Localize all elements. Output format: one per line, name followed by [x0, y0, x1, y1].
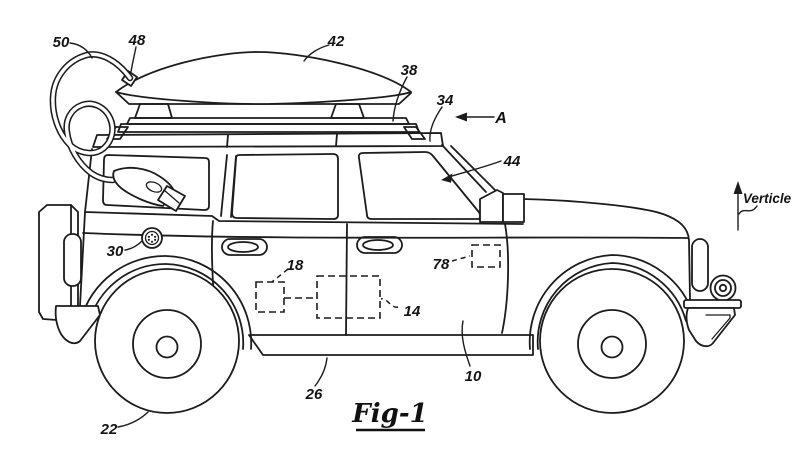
front-wheel-arch [528, 254, 695, 350]
ev-plug-nozzle-line [163, 189, 180, 204]
label-34-roof: 34 [437, 92, 454, 109]
roof-band-tick-1 [226, 134, 229, 148]
vertical-label-leader [738, 205, 758, 215]
label-48-cable-connector: 48 [128, 32, 146, 49]
quarter-window [102, 154, 210, 211]
leader-lines [69, 42, 758, 428]
rear-door-window [231, 153, 339, 220]
arrow-44-shaft [451, 160, 502, 177]
leader-42 [303, 44, 330, 62]
front-hub [600, 335, 624, 359]
ev-plug-opening [145, 181, 163, 193]
rocker-panel [248, 334, 534, 356]
leader-10 [461, 320, 471, 367]
reference-labels: 50 48 42 38 34 A 44 Verticle 30 18 14 78… [53, 32, 792, 438]
rear-wheel-arch-inner [88, 263, 245, 350]
c-pillar-line-1 [220, 154, 228, 217]
beltline [84, 211, 524, 225]
cargo-box-lid [115, 51, 412, 105]
leader-22 [117, 411, 149, 428]
label-verticle: Verticle [743, 191, 792, 206]
a-pillar-outer [441, 144, 487, 193]
label-44-windshield: 44 [503, 153, 521, 170]
leader-18 [271, 268, 289, 283]
label-26-rocker: 26 [305, 386, 323, 403]
leader-14 [380, 298, 399, 308]
module-18-box [255, 281, 285, 313]
charging-cable [49, 51, 186, 212]
hood [522, 198, 691, 300]
rear-wheel [94, 268, 240, 414]
front-bumper-step [685, 307, 736, 348]
front-bumper-step-inner [705, 314, 731, 340]
label-22-rear-wheel: 22 [100, 421, 118, 438]
headlight-center [718, 283, 728, 293]
rear-wheel-arch [80, 255, 253, 350]
vehicle-body [38, 148, 742, 356]
leader-26 [314, 357, 328, 387]
module-78-box [471, 244, 501, 268]
figure-caption: Fig-1 [351, 399, 428, 432]
front-wheel-arch-inner [536, 262, 687, 350]
label-30-charge-port: 30 [107, 243, 124, 260]
taillight [63, 233, 82, 287]
label-18-rear-module: 18 [287, 257, 304, 274]
greenhouse [102, 144, 525, 336]
leader-78 [451, 255, 471, 262]
label-50-charging-cable: 50 [53, 34, 70, 51]
label-78-front-module: 78 [433, 256, 450, 273]
ev-plug-nozzle [157, 185, 186, 212]
front-wheel [539, 268, 685, 414]
module-14-box [316, 275, 381, 319]
front-rim [577, 309, 647, 379]
front-tire [539, 268, 685, 414]
figure-caption-text: Fig-1 [351, 399, 427, 429]
charge-port-inner [144, 230, 160, 246]
front-door-window [357, 151, 482, 220]
charge-port [141, 227, 163, 249]
rear-tire [94, 268, 240, 414]
vertical-arrow-head [733, 181, 743, 194]
rear-door-handle-bezel [221, 238, 268, 256]
leader-48 [130, 46, 137, 73]
arrow-a-head [455, 112, 467, 122]
front-door-handle-bezel [356, 236, 403, 254]
a-pillar-inner [450, 145, 501, 196]
rear-hub [155, 335, 179, 359]
arrow-44-head [441, 173, 453, 183]
label-38-roof-rack: 38 [401, 62, 418, 79]
label-14-center-module: 14 [404, 303, 421, 320]
label-10-vehicle-body: 10 [465, 368, 482, 385]
rack-right-cap [403, 126, 426, 140]
side-mirror-arm [479, 189, 504, 223]
front-door-seam [501, 223, 509, 334]
rack-lower-bar [117, 123, 420, 133]
rack-upper-bar [126, 117, 410, 125]
label-42-cargo-box: 42 [327, 33, 345, 50]
side-mirror-body [502, 193, 525, 223]
rear-rim [132, 309, 202, 379]
cargo-box-foot-right [330, 103, 365, 119]
front-bumper-bar [683, 299, 742, 309]
roof-band [92, 132, 444, 148]
leader-34 [429, 106, 443, 142]
front-door-handle [362, 239, 394, 251]
cable-core [51, 52, 132, 182]
leader-38 [392, 76, 408, 122]
rear-bumper [54, 305, 101, 345]
cargo-box-foot-left [134, 103, 173, 119]
roof-band-tick-2 [335, 133, 338, 147]
leader-30 [124, 240, 143, 251]
label-a-direction: A [494, 110, 507, 127]
headlight-ring [714, 279, 732, 297]
mid-door-seam [345, 223, 348, 336]
hidden-modules [255, 244, 501, 319]
leader-50 [69, 42, 93, 59]
grille-panel [691, 238, 709, 292]
rear-door-handle [227, 241, 259, 253]
roof-rack-assembly [92, 51, 444, 148]
